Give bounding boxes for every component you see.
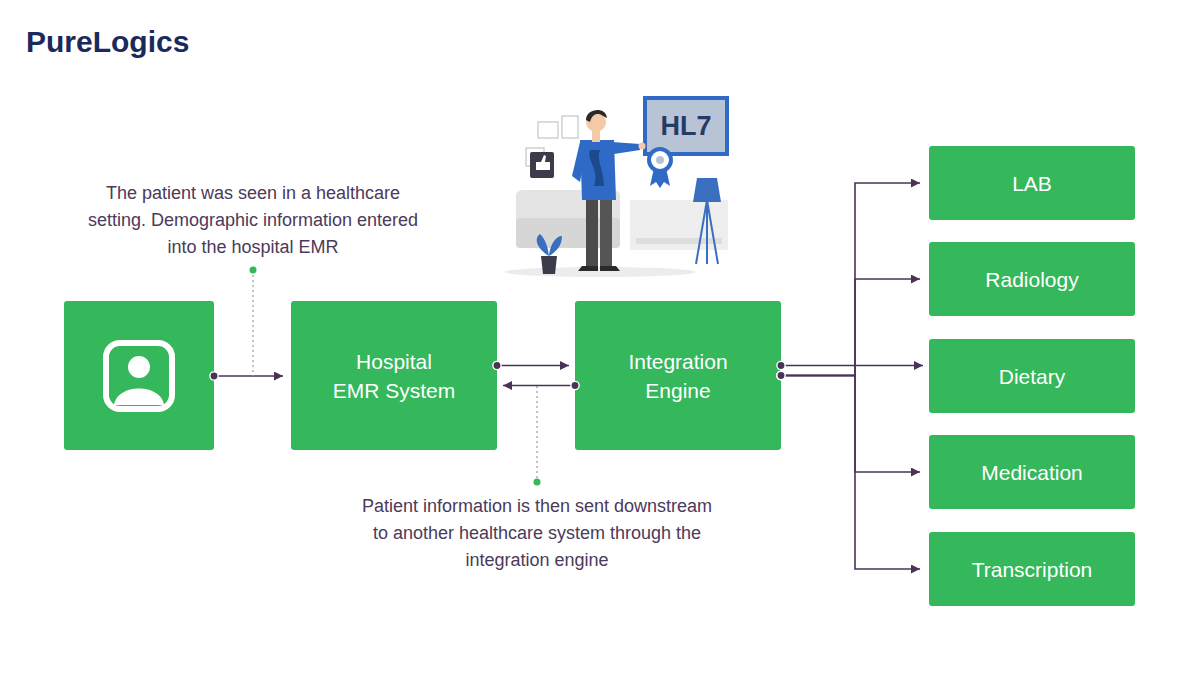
patient-icon-body bbox=[114, 389, 164, 406]
process-box: Transcription bbox=[929, 532, 1135, 606]
thumbs-up-icon bbox=[536, 155, 550, 170]
person-hair bbox=[586, 110, 607, 122]
flow-arrow bbox=[503, 385, 575, 387]
process-box: Integration Engine bbox=[575, 301, 781, 450]
floor-shadow bbox=[505, 267, 695, 277]
plant-leaves bbox=[537, 234, 562, 256]
box-label: LAB bbox=[1012, 169, 1052, 198]
annotation-text: The patient was seen in a healthcare set… bbox=[76, 180, 430, 261]
box-label: Radiology bbox=[985, 265, 1078, 294]
patient-arrow bbox=[214, 375, 283, 377]
person-torso bbox=[580, 140, 616, 200]
flow-arrow bbox=[781, 376, 920, 473]
wall-frame bbox=[562, 116, 578, 138]
process-box: Dietary bbox=[929, 339, 1135, 413]
badge bbox=[649, 149, 671, 171]
person-shoe bbox=[600, 266, 620, 271]
process-box: Hospital EMR System bbox=[291, 301, 497, 450]
leader-dot bbox=[534, 479, 541, 486]
box-label: Hospital EMR System bbox=[332, 347, 457, 405]
thumbs-up-sign bbox=[530, 152, 554, 178]
person-leg bbox=[586, 196, 598, 266]
process-box: LAB bbox=[929, 146, 1135, 220]
board-text: HL7 bbox=[645, 110, 727, 142]
patient-box bbox=[64, 301, 214, 450]
hl7-board bbox=[645, 98, 727, 154]
process-box: Medication bbox=[929, 435, 1135, 509]
leader-line bbox=[536, 386, 537, 482]
person-arm bbox=[572, 142, 586, 182]
leader-line bbox=[252, 270, 253, 376]
box-label: Transcription bbox=[972, 555, 1093, 584]
lamp-leg bbox=[706, 200, 708, 264]
box-label: Dietary bbox=[999, 362, 1066, 391]
lamp-leg bbox=[696, 200, 707, 264]
person-leg bbox=[600, 196, 612, 266]
person-hand bbox=[639, 143, 646, 150]
badge-center bbox=[656, 156, 664, 164]
lamp-leg bbox=[707, 200, 718, 264]
box-label: Medication bbox=[981, 458, 1083, 487]
process-box: Radiology bbox=[929, 242, 1135, 316]
flow-arrow bbox=[781, 365, 923, 367]
lamp-shade bbox=[693, 178, 721, 202]
person-arm bbox=[612, 142, 640, 154]
logo-text: PureLogics bbox=[26, 24, 246, 60]
patient-icon-frame bbox=[106, 343, 172, 409]
flow-arrow bbox=[781, 183, 920, 376]
plant-pot bbox=[541, 256, 557, 274]
patient-icon-head bbox=[128, 356, 150, 378]
box-label: Integration Engine bbox=[616, 347, 741, 405]
flow-arrow bbox=[781, 376, 920, 570]
flow-arrow bbox=[497, 365, 569, 367]
annotation-text: Patient information is then sent downstr… bbox=[355, 493, 719, 574]
shirt-pattern bbox=[589, 150, 604, 186]
leader-dot bbox=[250, 267, 257, 274]
person-shoe bbox=[578, 266, 598, 271]
flow-arrow bbox=[781, 279, 920, 376]
wall-frame bbox=[538, 122, 558, 138]
desk-shelf bbox=[636, 238, 722, 244]
